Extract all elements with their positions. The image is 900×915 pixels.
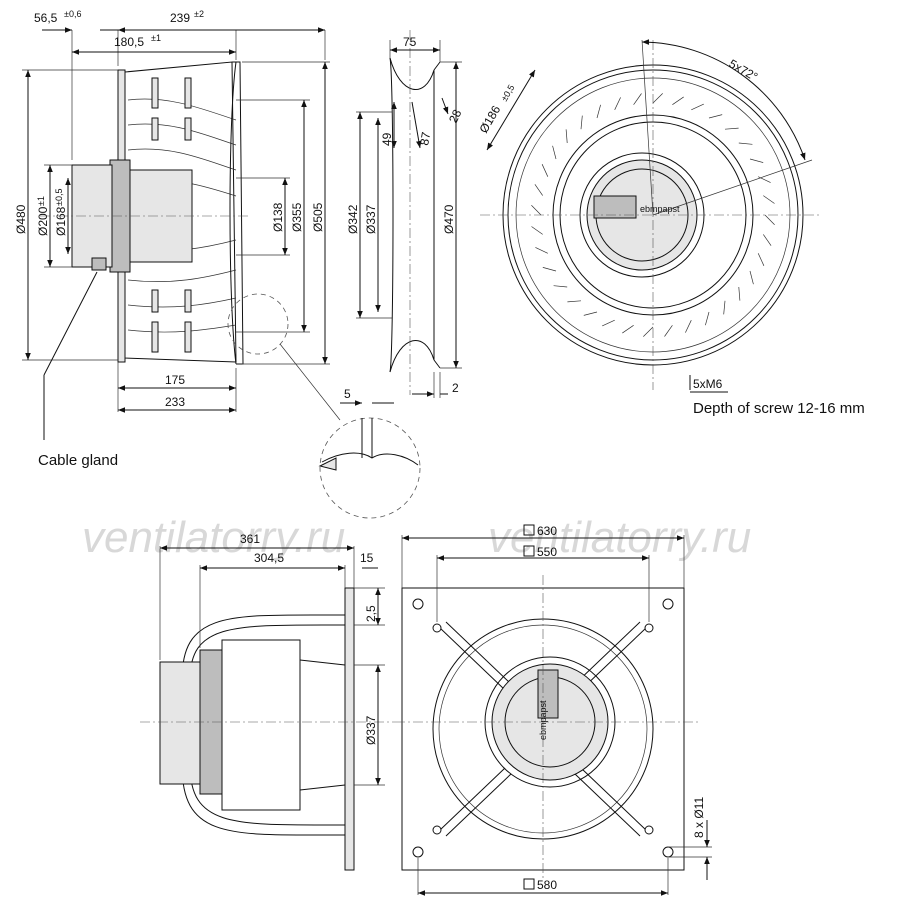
blade-slot xyxy=(757,253,765,266)
blade-slot xyxy=(749,158,764,163)
dia-342: Ø342 xyxy=(346,204,360,234)
dim-180-5-tol: ±1 xyxy=(151,33,161,43)
blade-slot xyxy=(535,247,548,254)
blade-slot xyxy=(672,96,684,105)
watermark-left: ventilatorry.ru xyxy=(82,513,345,562)
blade-slot xyxy=(723,300,726,315)
dim-175: 175 xyxy=(165,373,185,387)
dim-49: 49 xyxy=(380,132,394,146)
blade-slot xyxy=(738,142,753,145)
blade-slot xyxy=(643,326,654,337)
dim-28: 28 xyxy=(446,107,464,125)
blade-slot xyxy=(622,325,634,334)
blade-slot xyxy=(664,325,673,337)
blade-slot xyxy=(763,234,772,246)
detail-view xyxy=(227,293,421,519)
blade-slot xyxy=(567,300,582,303)
mount-side-dimensions xyxy=(159,545,385,786)
dia-337-mount: Ø337 xyxy=(364,715,378,745)
dia-138: Ø138 xyxy=(271,202,285,232)
side-view-dimensions xyxy=(22,27,330,440)
dia-355: Ø355 xyxy=(290,202,304,232)
sq-550: 550 xyxy=(537,545,557,559)
dim-180-5: 180,5 xyxy=(114,35,144,49)
mount-front-view xyxy=(395,575,700,880)
front-view-dimensions xyxy=(486,39,813,393)
square-symbol-630 xyxy=(523,524,535,536)
blade-slot xyxy=(705,311,710,326)
blade-slot xyxy=(764,214,775,225)
dim-233: 233 xyxy=(165,395,185,409)
dia-186-tol: ±0,5 xyxy=(499,83,516,103)
dia-200-tol: ±1 xyxy=(36,196,46,206)
dim-2: 2 xyxy=(452,381,459,395)
blade-slot xyxy=(691,103,704,111)
blade-slot xyxy=(542,267,557,272)
dia-186: Ø186 xyxy=(476,103,503,136)
blade-slot xyxy=(552,145,557,160)
blade-slot xyxy=(534,184,543,196)
inlet-ring-view xyxy=(389,30,441,395)
sq-580: 580 xyxy=(537,878,557,892)
dim-75: 75 xyxy=(403,35,417,49)
square-symbol-550 xyxy=(523,545,535,557)
side-view xyxy=(71,61,244,365)
holes-8x11: 8 x Ø11 xyxy=(692,797,706,838)
inlet-ring-dimensions xyxy=(356,40,462,398)
front-view xyxy=(480,40,820,390)
dia-470: Ø470 xyxy=(442,204,456,234)
dim-239: 239 xyxy=(170,11,190,25)
blade-slot xyxy=(565,129,568,144)
blade-slot xyxy=(583,311,598,316)
blade-slot xyxy=(652,93,663,104)
dim-15: 15 xyxy=(360,551,374,565)
blade-slot xyxy=(580,115,583,130)
dim-87: 87 xyxy=(417,131,433,147)
dia-337: Ø337 xyxy=(364,204,378,234)
blade-slot xyxy=(602,319,615,327)
square-symbol-580 xyxy=(523,878,535,890)
blade-slot xyxy=(633,93,642,105)
dia-505: Ø505 xyxy=(311,202,325,232)
blade-slot xyxy=(614,97,621,110)
blade-slot xyxy=(541,164,549,177)
dim-304-5: 304,5 xyxy=(254,551,284,565)
blade-slot xyxy=(758,176,771,183)
dia-168-tol: ±0,5 xyxy=(54,189,64,206)
dim-56-5: 56,5 xyxy=(34,11,58,25)
dia-200: Ø200 xyxy=(36,206,50,236)
cable-gland-label: Cable gland xyxy=(38,452,118,469)
dia-168: Ø168 xyxy=(54,206,68,236)
blade-slot xyxy=(531,226,543,235)
blade-slot xyxy=(738,286,741,301)
blade-slot xyxy=(531,205,542,216)
blade-slot xyxy=(724,127,739,130)
screw-depth-note: Depth of screw 12-16 mm xyxy=(693,400,865,417)
dim-2-5: 2,5 xyxy=(364,605,378,622)
sq-630: 630 xyxy=(537,524,557,538)
dia-480: Ø480 xyxy=(14,204,28,234)
mount-side-view xyxy=(140,587,395,871)
blade-slot xyxy=(763,195,775,204)
dim-5: 5 xyxy=(344,387,351,401)
blade-slot xyxy=(685,320,692,333)
dim-56-5-tol: ±0,6 xyxy=(64,9,81,19)
dim-239-tol: ±2 xyxy=(194,9,204,19)
screws-5xm6: 5xM6 xyxy=(693,377,723,391)
mount-brand: ebmpapst xyxy=(538,700,548,740)
blade-slot xyxy=(708,114,723,119)
blade-slot xyxy=(596,104,601,119)
mount-front-dimensions xyxy=(401,535,712,896)
blade-slot xyxy=(749,270,754,285)
pattern-5x72: 5x72° xyxy=(727,56,761,84)
front-brand: ebmpapst xyxy=(640,204,680,214)
dim-361: 361 xyxy=(240,532,260,546)
blade-slot xyxy=(553,285,568,288)
